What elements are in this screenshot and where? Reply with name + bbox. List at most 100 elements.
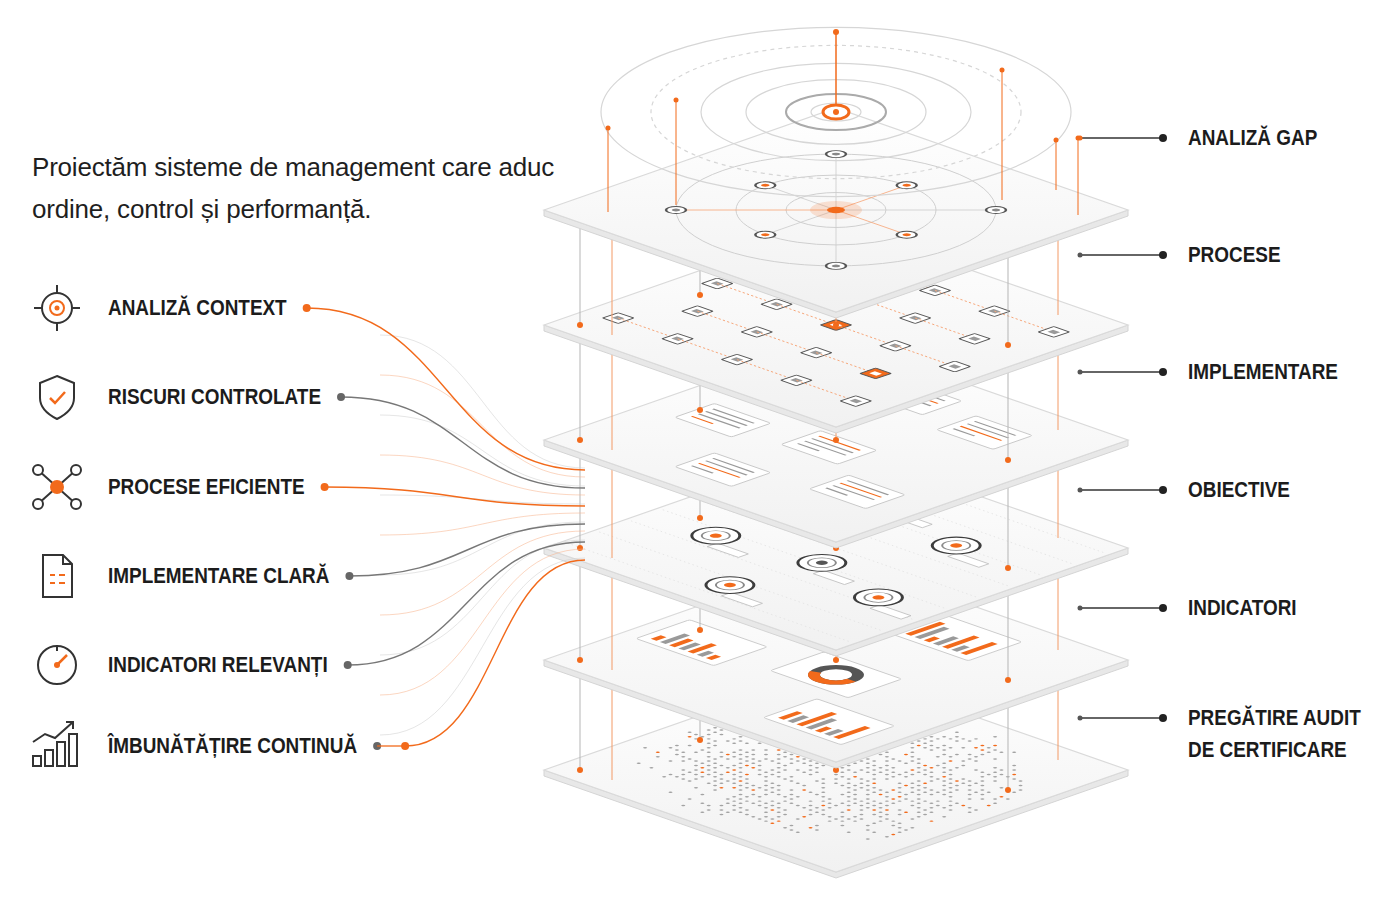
map-dot [820,805,826,807]
map-dot [795,805,801,807]
map-dot [808,765,814,767]
map-dot [922,742,928,744]
map-dot [706,756,712,758]
map-dot [992,758,998,760]
map-dot [878,789,884,791]
map-dot [744,813,750,815]
map-dot [903,785,909,787]
map-dot [897,773,903,775]
map-dot [871,809,877,811]
map-dot [763,802,769,804]
map-dot [999,796,1005,798]
map-dot [916,807,922,809]
map-dot [852,793,858,795]
map-dot [680,773,686,775]
map-dot [712,740,718,742]
map-dot [789,829,795,831]
map-dot [878,793,884,795]
map-dot [897,822,903,824]
map-dot [776,816,782,818]
map-dot [903,829,909,831]
map-dot [668,760,674,762]
map-dot [763,807,769,809]
map-dot [706,733,712,735]
map-dot [980,789,986,791]
document-icon [63,555,72,564]
map-dot [680,756,686,758]
target-icon [50,301,64,315]
map-dot [948,805,954,807]
map-dot [973,756,979,758]
process-inner [948,364,961,368]
chart-card [770,652,902,698]
map-dot [757,773,763,775]
chart-bar [706,655,721,660]
leader-line [325,487,585,506]
benefit-label: PROCESE EFICIENTE [108,471,305,503]
map-dot [833,818,839,820]
map-dot [992,749,998,751]
map-dot [941,816,947,818]
map-dot [890,789,896,791]
chart-card [636,620,768,666]
map-dot [757,765,763,767]
map-dot [719,733,725,735]
stage-anchor [1078,488,1083,493]
map-dot [757,742,763,744]
flow-line [737,360,796,381]
map-dot [973,760,979,762]
riser-dot [1005,565,1011,571]
map-dot [820,765,826,767]
map-dot [655,751,661,753]
map-dot [789,758,795,760]
map-dot [731,800,737,802]
map-dot [757,800,763,802]
map-dot [948,769,954,771]
chart-icon [57,742,65,766]
map-dot [941,736,947,738]
shield-icon [50,392,65,403]
map-dot [725,798,731,800]
map-dot [846,796,852,798]
map-dot [693,765,699,767]
map-dot [750,785,756,787]
map-dot [789,798,795,800]
map-dot [1011,765,1017,767]
map-dot [884,756,890,758]
map-dot [738,793,744,795]
map-dot [871,765,877,767]
map-dot [980,785,986,787]
map-dot [922,773,928,775]
process-block [1038,326,1069,337]
map-dot [871,813,877,815]
map-dot [859,800,865,802]
leader-line [348,542,585,665]
map-dot [712,762,718,764]
process-block [662,333,693,344]
stage-label: IMPLEMENTARE [1188,356,1338,388]
map-dot [871,782,877,784]
map-dot [941,793,947,795]
map-dot [706,747,712,749]
map-dot [776,771,782,773]
map-dot [960,805,966,807]
map-dot [706,742,712,744]
map-dot [903,793,909,795]
map-dot [655,756,661,758]
map-dot [910,742,916,744]
map-dot [763,811,769,813]
map-dot [967,798,973,800]
map-dot [910,751,916,753]
map-dot [980,771,986,773]
map-dot [865,767,871,769]
map-dot [840,802,846,804]
map-dot [910,791,916,793]
target-ring [936,539,976,553]
map-dot [770,769,776,771]
map-dot [808,769,814,771]
map-dot [884,800,890,802]
map-dot [897,791,903,793]
map-dot [668,791,674,793]
map-dot [776,793,782,795]
